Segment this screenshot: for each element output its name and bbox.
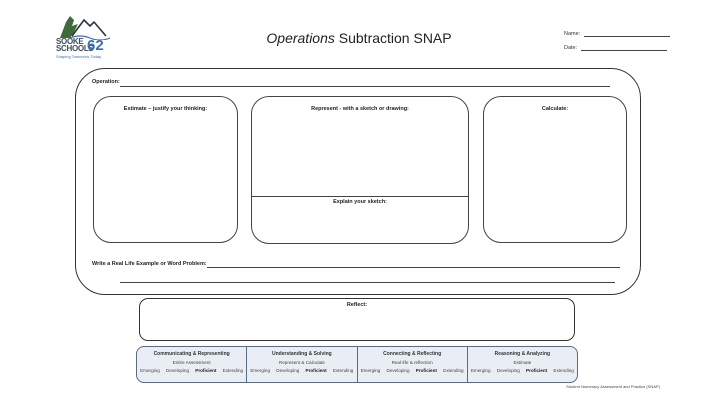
rubric-level[interactable]: Extending — [553, 368, 574, 373]
rubric-heading: Communicating & Representing — [153, 351, 230, 357]
word-problem-label: Write a Real Life Example or Word Proble… — [92, 261, 207, 267]
calculate-box[interactable]: Calculate: — [483, 96, 627, 243]
name-label: Name: — [564, 31, 581, 37]
date-line[interactable] — [581, 45, 668, 51]
logo-tagline: Shaping Tomorrow Today — [56, 54, 101, 59]
logo-text: SOOKE — [56, 37, 84, 46]
rubric-heading: Understanding & Solving — [272, 351, 332, 357]
rubric-sub: Entire Assessment — [172, 360, 211, 365]
name-line[interactable] — [584, 31, 671, 37]
footer-text: Student Numeracy Assessment and Practice… — [566, 384, 660, 389]
reflect-box[interactable]: Reflect: — [139, 298, 575, 341]
represent-label: Represent - with a sketch or drawing: — [311, 106, 409, 112]
word-problem-line[interactable] — [207, 267, 620, 268]
divider — [252, 196, 468, 197]
mountain-logo-icon — [60, 16, 111, 40]
rubric-level[interactable]: Emerging — [250, 368, 271, 373]
rubric-sub: Represent & Calculate — [278, 360, 325, 365]
represent-box[interactable]: Represent - with a sketch or drawing: Ex… — [251, 96, 469, 244]
rubric-level[interactable]: Emerging — [140, 368, 160, 373]
rubric-sub: Real-life & reflection — [391, 360, 433, 365]
logo-text: SCHOOLS — [56, 44, 94, 53]
rubric-level[interactable]: Extending — [222, 368, 244, 373]
operation-label: Operation: — [92, 79, 120, 85]
rubric-level[interactable]: Proficient — [305, 368, 327, 373]
page-title: Operations Subtraction SNAP — [0, 30, 718, 46]
date-field[interactable]: Date: — [564, 45, 668, 51]
rubric-level[interactable]: Proficient — [415, 368, 437, 373]
rubric-sub: Estimate — [513, 360, 532, 365]
name-field[interactable]: Name: — [564, 31, 671, 37]
rubric-level[interactable]: Extending — [443, 368, 464, 373]
title-italic: Operations — [266, 30, 335, 46]
work-area — [75, 68, 641, 295]
word-problem-line[interactable] — [120, 282, 615, 283]
rubric-level[interactable]: Proficient — [526, 368, 548, 373]
estimate-box[interactable]: Estimate – justify your thinking: — [93, 96, 238, 243]
reflect-label: Reflect: — [346, 302, 368, 308]
rubric-heading: Reasoning & Analyzing — [494, 351, 551, 357]
estimate-label: Estimate – justify your thinking: — [123, 106, 208, 112]
rubric-level[interactable]: Proficient — [195, 368, 217, 373]
title-rest: Subtraction SNAP — [334, 30, 452, 46]
rubric-level[interactable]: Developing — [496, 368, 520, 373]
explain-label: Explain your sketch: — [333, 199, 387, 205]
logo-number: 62 — [87, 37, 104, 54]
rubric-level[interactable]: Developing — [166, 368, 190, 373]
date-label: Date: — [564, 45, 578, 51]
rubric-heading: Connecting & Reflecting — [383, 351, 442, 357]
calculate-label: Calculate: — [541, 106, 569, 112]
rubric-level[interactable]: Developing — [276, 368, 300, 373]
rubric-level[interactable]: Emerging — [360, 368, 381, 373]
rubric-level[interactable]: Emerging — [470, 368, 491, 373]
rubric-level[interactable]: Developing — [386, 368, 410, 373]
rubric-level[interactable]: Extending — [332, 368, 354, 373]
operation-line[interactable] — [120, 86, 610, 87]
